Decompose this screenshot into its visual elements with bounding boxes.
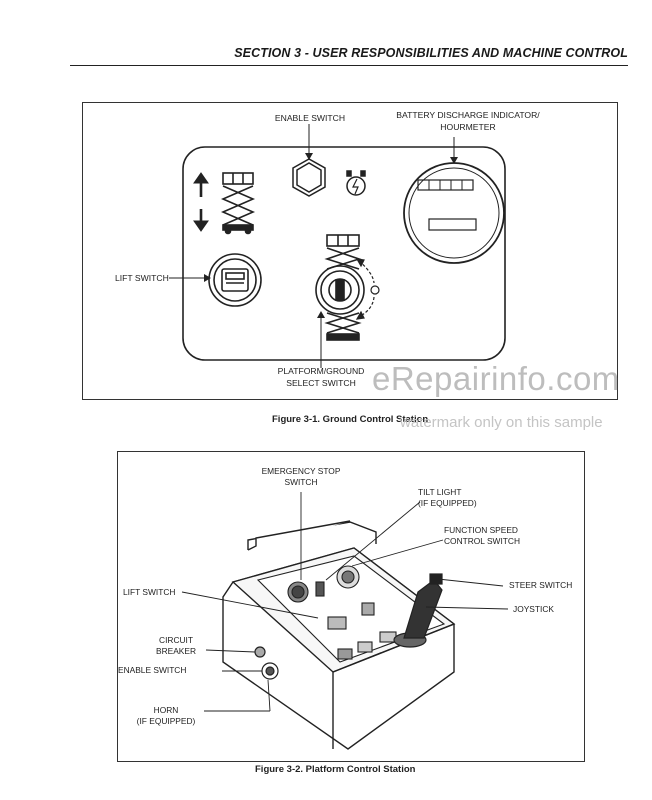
label-steer-switch: STEER SWITCH xyxy=(509,580,573,590)
hourmeter-gauge xyxy=(403,162,505,264)
battery-icon xyxy=(346,170,366,196)
ground-control-panel-drawing xyxy=(169,124,506,368)
label-battery-indicator-line1: BATTERY DISCHARGE INDICATOR/ xyxy=(396,110,540,120)
label-lift-switch-2: LIFT SWITCH xyxy=(123,587,176,597)
figure-ground-control-station: ENABLE SWITCH BATTERY DISCHARGE INDICATO… xyxy=(82,102,618,400)
watermark-sub: watermark only on this sample xyxy=(400,414,603,431)
label-emergency-stop-line2: SWITCH xyxy=(284,477,318,487)
label-circuit-breaker-line1: CIRCUIT xyxy=(159,635,193,645)
joystick-drawing xyxy=(393,573,443,648)
platform-control-box-drawing xyxy=(181,492,509,750)
callout-leaders xyxy=(181,492,509,712)
label-tilt-light-line2: (IF EQUIPPED) xyxy=(418,498,477,508)
ground-panel-outline xyxy=(182,146,506,361)
header-rule xyxy=(70,65,628,66)
label-joystick: JOYSTICK xyxy=(513,604,554,614)
label-enable-switch-2: ENABLE SWITCH xyxy=(118,665,187,675)
label-function-speed-line2: CONTROL SWITCH xyxy=(444,536,520,546)
label-enable-switch: ENABLE SWITCH xyxy=(274,113,346,123)
label-lift-switch: LIFT SWITCH xyxy=(115,273,169,283)
label-select-switch-line1: PLATFORM/GROUND xyxy=(277,366,365,376)
label-emergency-stop-line1: EMERGENCY STOP xyxy=(261,466,341,476)
label-select-switch-line2: SELECT SWITCH xyxy=(286,378,356,388)
label-battery-indicator-line2: HOURMETER xyxy=(440,122,496,132)
select-switch-icons xyxy=(324,234,362,341)
label-horn-line2: (IF EQUIPPED) xyxy=(136,716,196,726)
figure2-caption: Figure 3-2. Platform Control Station xyxy=(255,764,416,775)
label-circuit-breaker-line2: BREAKER xyxy=(155,646,197,656)
label-tilt-light-line1: TILT LIGHT xyxy=(418,487,462,497)
lift-switch-rocker xyxy=(208,253,262,307)
label-horn-line1: HORN xyxy=(153,705,179,715)
label-function-speed-line1: FUNCTION SPEED xyxy=(444,525,518,535)
select-key-switch xyxy=(315,265,365,315)
mounting-bracket xyxy=(247,520,377,551)
figure1-caption: Figure 3-1. Ground Control Station xyxy=(272,414,429,425)
section-header: SECTION 3 - USER RESPONSIBILITIES AND MA… xyxy=(234,46,628,60)
scissor-lift-icon xyxy=(220,172,256,235)
watermark-main: eRepairinfo.com xyxy=(372,360,620,397)
enable-switch-hex xyxy=(292,158,326,197)
lift-direction-icon xyxy=(193,172,209,232)
select-position-arcs xyxy=(355,258,380,320)
figure-platform-control-station: EMERGENCY STOP SWITCH TILT LIGHT (IF EQU… xyxy=(117,451,585,762)
